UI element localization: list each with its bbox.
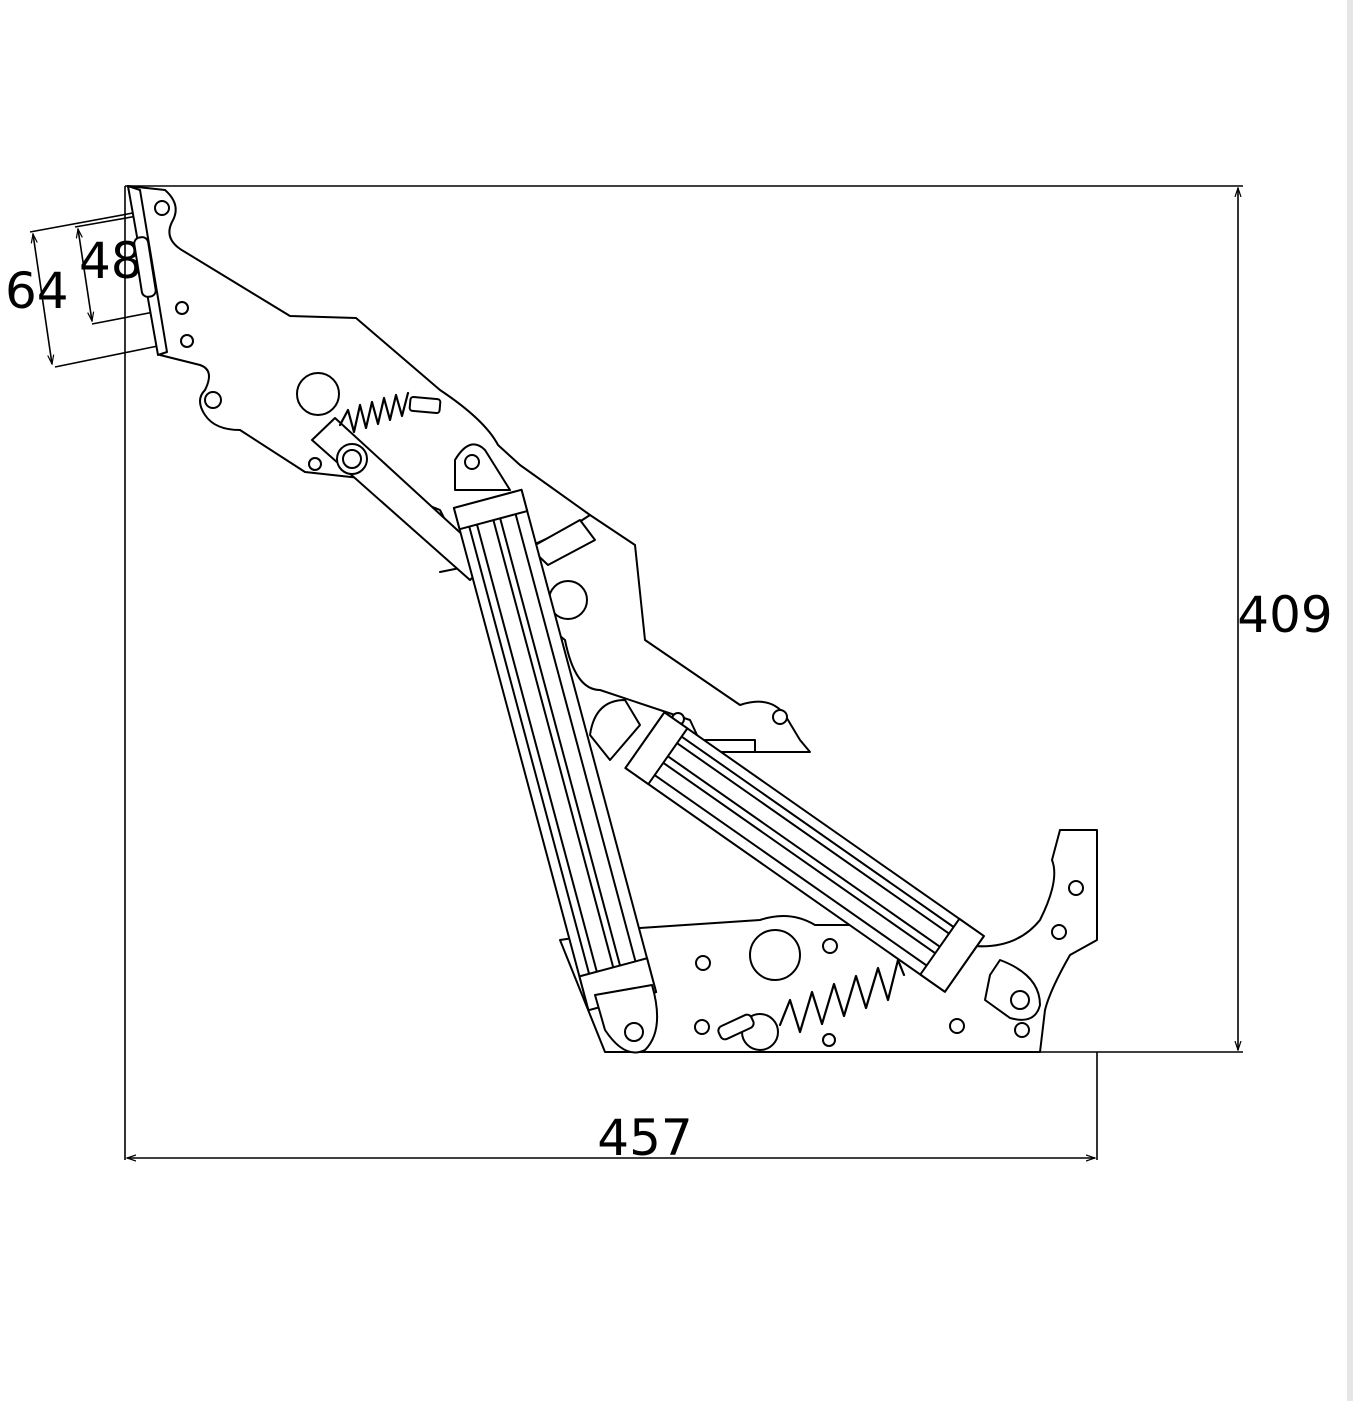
upper-spring-hook bbox=[408, 395, 442, 415]
plate-hole-5 bbox=[308, 457, 322, 471]
plate-hole-3 bbox=[180, 334, 194, 348]
upper-spring bbox=[338, 391, 410, 434]
inner-spacing-dimension-line bbox=[78, 229, 92, 321]
outer-spacing-label: 64 bbox=[5, 262, 69, 320]
base-hole-8 bbox=[1068, 880, 1084, 896]
short-strut-top-end bbox=[589, 699, 641, 761]
base-hole-6 bbox=[1014, 1022, 1030, 1038]
upper-link-roller bbox=[336, 443, 368, 475]
long-strut bbox=[452, 488, 658, 1012]
base-hole-1 bbox=[695, 955, 711, 971]
base-pivot-large bbox=[749, 929, 801, 981]
outer-spacing-dimension-line bbox=[33, 234, 52, 364]
plate-pivot-large bbox=[296, 372, 340, 416]
lower-spring bbox=[778, 958, 906, 1034]
inner-spacing-label: 48 bbox=[79, 232, 143, 290]
lower-spring-hook bbox=[717, 1013, 755, 1041]
base-hole-3 bbox=[694, 1019, 710, 1035]
mechanism bbox=[127, 185, 1098, 1054]
short-strut bbox=[624, 711, 985, 993]
base-hole-2 bbox=[822, 938, 838, 954]
plate-hole-2 bbox=[175, 301, 189, 315]
height-label: 409 bbox=[1237, 586, 1332, 644]
plate-hole-7 bbox=[772, 709, 788, 725]
plate-hole-4 bbox=[204, 391, 222, 409]
base-hole-4 bbox=[822, 1033, 836, 1047]
base-hole-5 bbox=[949, 1018, 965, 1034]
base-hole-7 bbox=[1051, 924, 1067, 940]
page-edge bbox=[1347, 0, 1353, 1401]
plate-hole-1 bbox=[154, 200, 170, 216]
width-label: 457 bbox=[597, 1109, 692, 1167]
